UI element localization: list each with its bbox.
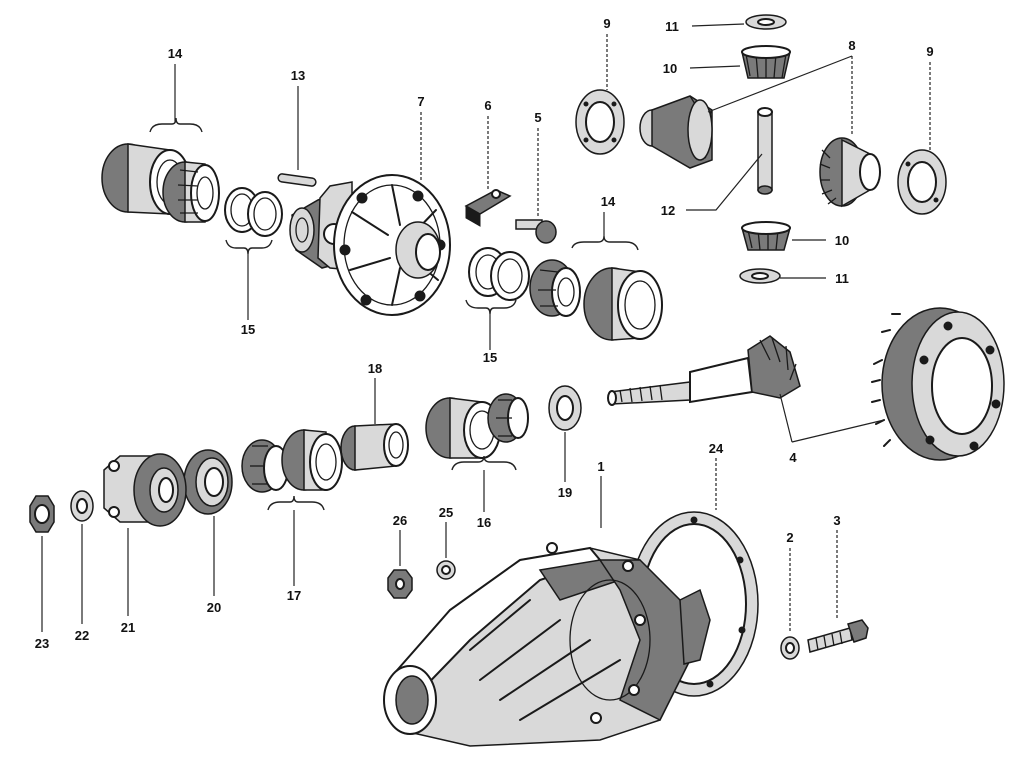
part-11-lower-washer	[739, 268, 781, 284]
label-22: 22	[75, 628, 89, 643]
label-26: 26	[393, 513, 407, 528]
part-20-seal	[183, 449, 233, 515]
part-7-differential-case	[289, 174, 451, 316]
label-10-lower: 10	[835, 233, 849, 248]
label-4: 4	[789, 450, 797, 465]
part-19-washer	[548, 385, 582, 431]
label-7: 7	[417, 94, 424, 109]
part-15-right-shims	[468, 247, 530, 301]
label-15-right: 15	[483, 350, 497, 365]
leader-lines	[41, 23, 931, 632]
part-labels: 14 13 7 6 5 15 15 14 9 11 10 8 9 12 10 1…	[35, 16, 934, 651]
part-9-left-thrust-washer	[575, 89, 625, 155]
part-3-bolt	[807, 619, 869, 653]
label-10-top: 10	[663, 61, 677, 76]
label-23: 23	[35, 636, 49, 651]
part-15-left-shims	[224, 187, 283, 237]
part-16-bearing	[425, 393, 529, 459]
label-8: 8	[848, 38, 855, 53]
part-13-pin	[277, 173, 317, 187]
part-22-washer	[70, 490, 94, 522]
label-21: 21	[121, 620, 135, 635]
part-1-carrier-housing	[383, 542, 711, 747]
part-5-bolt	[515, 219, 557, 244]
label-11-lower: 11	[835, 271, 849, 286]
label-3: 3	[833, 513, 840, 528]
label-14-left: 14	[168, 46, 183, 61]
label-14-right: 14	[601, 194, 616, 209]
part-10-top-pinion-gear	[741, 45, 791, 79]
label-6: 6	[484, 98, 491, 113]
part-11-top-washer	[745, 14, 787, 30]
part-21-companion-flange	[103, 453, 187, 527]
part-6-lock-plate	[464, 189, 512, 227]
label-25: 25	[439, 505, 453, 520]
part-18-spacer	[340, 423, 409, 471]
part-23-nut	[29, 495, 55, 533]
part-8-right-side-gear	[819, 137, 881, 208]
part-26-nut	[387, 569, 413, 599]
part-14-right-bearing	[529, 259, 663, 341]
label-18: 18	[368, 361, 382, 376]
label-12: 12	[661, 203, 675, 218]
label-20: 20	[207, 600, 221, 615]
part-17-bearing	[241, 429, 343, 493]
part-25-lock-washer	[436, 560, 456, 580]
part-12-cross-shaft	[757, 107, 773, 195]
part-9-right-thrust-washer	[897, 149, 947, 215]
label-24: 24	[709, 441, 724, 456]
label-5: 5	[534, 110, 541, 125]
part-4-drive-pinion-and-ring-gear	[607, 307, 1005, 461]
label-9-right: 9	[926, 44, 933, 59]
part-10-lower-pinion-gear	[741, 221, 791, 251]
label-2: 2	[786, 530, 793, 545]
label-9-left: 9	[603, 16, 610, 31]
label-13: 13	[291, 68, 305, 83]
part-2-lock-washer	[780, 636, 800, 660]
part-8-left-side-gear	[639, 95, 713, 169]
label-16: 16	[477, 515, 491, 530]
label-19: 19	[558, 485, 572, 500]
label-17: 17	[287, 588, 301, 603]
label-1: 1	[597, 459, 604, 474]
label-11-top: 11	[665, 19, 679, 34]
part-14-left-bearing	[101, 143, 220, 223]
label-15-left: 15	[241, 322, 255, 337]
